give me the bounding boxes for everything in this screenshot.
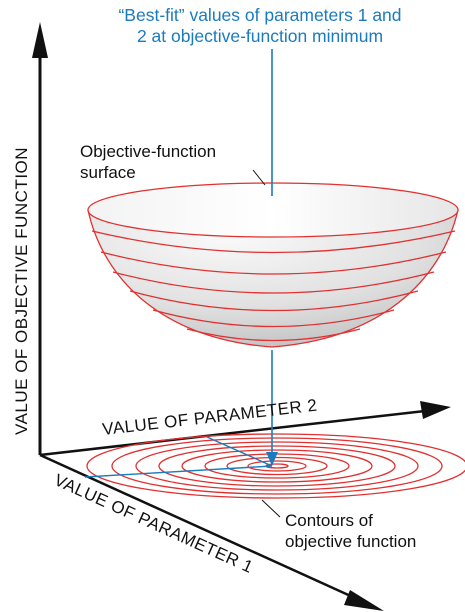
objective-function-surface: [87, 182, 459, 348]
contours-label-line-1: Contours of: [285, 511, 373, 530]
contours-leader-line: [261, 499, 281, 518]
best-fit-caption-line-2: 2 at objective-function minimum: [136, 26, 384, 46]
surface-label: Objective-function surface: [80, 141, 270, 183]
best-fit-caption: “Best-fit” values of parameters 1 and 2 …: [70, 5, 450, 47]
parameter-1-axis-label: VALUE OF PARAMETER 1: [51, 470, 256, 577]
parameter-1-axis: [39, 453, 384, 611]
best-fit-caption-line-1: “Best-fit” values of parameters 1 and: [118, 5, 402, 25]
surface-label-line-2: surface: [80, 163, 136, 182]
surface-label-line-1: Objective-function: [80, 142, 217, 161]
contours-label: Contours of objective function: [285, 510, 455, 552]
best-fit-pointer: [266, 49, 278, 466]
vertical-axis-label: VALUE OF OBJECTIVE FUNCTION: [12, 147, 31, 435]
vertical-axis: [32, 22, 48, 455]
objective-function-contours: [86, 433, 465, 499]
contours-label-line-2: objective function: [285, 532, 417, 551]
parameter-2-axis: [39, 401, 451, 457]
parameter-2-axis-label: VALUE OF PARAMETER 2: [101, 396, 318, 439]
surface-leader-line: [252, 169, 266, 186]
minimum-projection-lines: [84, 436, 273, 478]
